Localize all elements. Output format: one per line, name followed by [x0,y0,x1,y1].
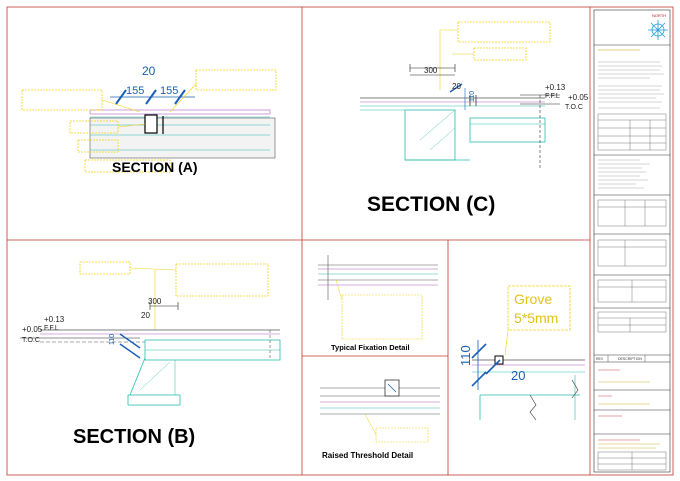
raised-threshold-drawing [320,379,440,443]
dim-b-toc: +0.05 [22,325,43,334]
typical-fixation-drawing [318,255,438,340]
dim-c-300: 300 [424,66,438,75]
dim-c-ffl: +0.13 [545,83,566,92]
section-c-drawing [360,21,560,170]
dim-a-right: 155 [160,85,178,97]
dim-a-left: 155 [126,85,144,97]
dim-c-ffl-label: F.F.L [545,93,560,100]
dim-b-ffl-label: F.F.L [44,325,59,332]
dim-c-toc-label: T.O.C [565,104,583,111]
zoom-detail-drawing [471,285,585,421]
section-b-title: SECTION (B) [73,426,195,448]
rev-header: REV [596,357,604,361]
dim-b-20: 20 [141,311,150,320]
dim-c-110: 110 [469,91,476,102]
section-b-drawing [20,261,281,406]
section-c-title: SECTION (C) [367,193,495,216]
dim-b-ffl: +0.13 [44,315,65,324]
zoom-grove-label-1: Grove [514,291,552,307]
dim-zoom-20: 20 [511,368,525,383]
section-a-title: SECTION (A) [112,159,198,175]
north-label: NORTH [652,13,666,18]
typical-fixation-title: Typical Fixation Detail [331,343,410,352]
dim-b-300: 300 [148,297,162,306]
dim-a-top: 20 [142,64,156,78]
north-arrow-icon [648,20,668,40]
title-block [593,9,671,473]
description-header: DESCRIPTION [618,357,642,361]
sheet-frame [6,6,674,476]
raised-threshold-title: Raised Threshold Detail [322,451,413,460]
dim-b-110: 110 [109,334,116,345]
dim-c-toc: +0.05 [568,93,589,102]
dim-zoom-110: 110 [458,345,473,366]
section-a-drawing [21,69,277,173]
zoom-grove-label-2: 5*5mm [514,310,558,326]
dim-b-toc-label: T.O.C [22,337,40,344]
dim-c-20: 20 [452,82,461,91]
